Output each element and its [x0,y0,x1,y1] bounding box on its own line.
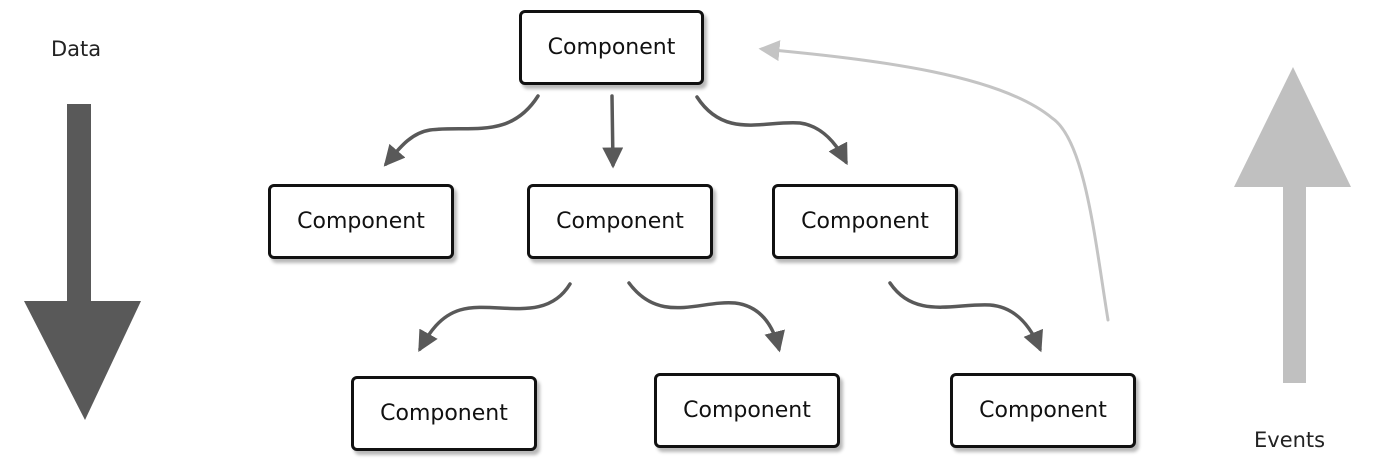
edge-event-to-root [758,40,1110,322]
edge-child-3-to-grandchild-3 [888,281,1043,353]
data-flow-down-arrow [24,104,141,420]
events-label: Events [1254,428,1326,452]
component-node-root: Component [519,10,704,85]
component-node-child-1: Component [268,184,454,259]
edge-root-to-child-3 [695,95,848,166]
events-flow-up-arrow [1234,67,1351,383]
edge-root-to-child-2 [602,94,624,169]
component-node-grandchild-2: Component [654,373,840,448]
edge-root-to-child-1 [383,94,540,167]
component-node-grandchild-3: Component [950,373,1136,448]
edge-child-2-to-grandchild-2 [627,281,785,353]
component-node-child-3: Component [772,184,958,259]
data-label: Data [51,37,102,61]
component-node-grandchild-1: Component [351,376,537,451]
component-node-child-2: Component [527,184,713,259]
edge-child-2-to-grandchild-1 [418,282,572,353]
